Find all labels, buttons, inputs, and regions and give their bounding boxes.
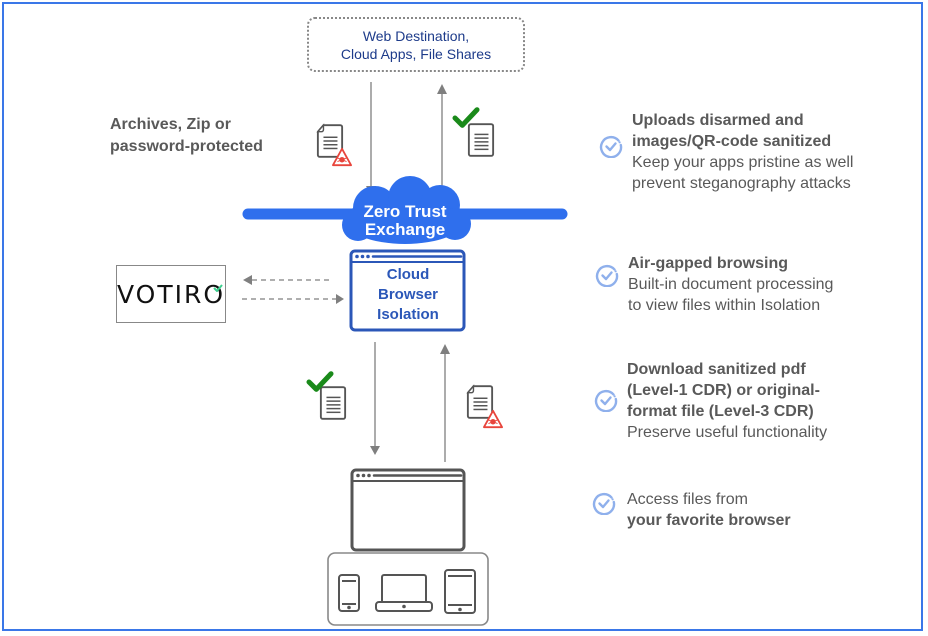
archives-label-line-2: password-protected bbox=[110, 138, 263, 155]
sanitized-return-document-icon bbox=[455, 110, 495, 157]
download-arrow-down bbox=[370, 342, 380, 455]
return-arrow-up bbox=[437, 84, 447, 196]
zte-line-1: Zero Trust bbox=[363, 202, 447, 221]
feature-3-check-icon bbox=[594, 389, 618, 412]
feature-3-title-3: format file (Level-3 CDR) bbox=[627, 403, 814, 420]
cloud-browser-isolation-label: Cloud Browser Isolation bbox=[353, 265, 463, 325]
device-tray bbox=[327, 552, 489, 626]
cloud-browser-window bbox=[349, 249, 466, 332]
feature-2-desc-1: Built-in document processing bbox=[628, 276, 834, 293]
feature-access-files: Access files from your favorite browser bbox=[627, 489, 791, 531]
votiro-arrow-right bbox=[242, 294, 344, 304]
feature-3-title-1: Download sanitized pdf bbox=[627, 361, 806, 378]
upload-arrow-up bbox=[440, 344, 450, 462]
archives-label-line-1: Archives, Zip or bbox=[110, 116, 231, 133]
destination-line-2: Cloud Apps, File Shares bbox=[340, 45, 492, 62]
zero-trust-exchange-label: Zero Trust Exchange bbox=[345, 203, 465, 239]
destination-line-1: Web Destination, bbox=[362, 27, 470, 44]
feature-1-desc-2: prevent steganography attacks bbox=[632, 175, 851, 192]
feature-uploads-disarmed: Uploads disarmed and images/QR-code sani… bbox=[632, 110, 853, 194]
feature-2-title-1: Air-gapped browsing bbox=[628, 255, 788, 272]
feature-3-desc-1: Preserve useful functionality bbox=[627, 424, 828, 441]
web-destination-box: Web Destination, Cloud Apps, File Shares bbox=[307, 17, 525, 72]
endpoint-browser-window bbox=[350, 468, 466, 552]
upload-arrow-down bbox=[366, 82, 376, 195]
feature-download-sanitized: Download sanitized pdf (Level-1 CDR) or … bbox=[627, 359, 827, 443]
malicious-upload-document-icon bbox=[316, 124, 353, 167]
feature-4-check-icon bbox=[592, 492, 616, 515]
votiro-logo: VOTIRO bbox=[116, 265, 226, 323]
cloud-icon bbox=[342, 176, 471, 244]
cbi-line-2: Browser bbox=[377, 286, 439, 303]
feature-2-check-icon bbox=[595, 264, 619, 287]
votiro-check-icon bbox=[213, 284, 223, 292]
votiro-arrow-left bbox=[243, 275, 333, 285]
tablet-icon bbox=[444, 569, 476, 614]
votiro-logo-text: VOTIRO bbox=[116, 279, 226, 309]
feature-1-desc-1: Keep your apps pristine as well bbox=[632, 154, 854, 171]
feature-1-title-2: images/QR-code sanitized bbox=[632, 133, 832, 150]
feature-4-desc-1: Access files from bbox=[627, 491, 748, 508]
zte-line-2: Exchange bbox=[364, 220, 446, 239]
archives-label: Archives, Zip or password-protected bbox=[110, 114, 263, 158]
laptop-icon bbox=[375, 574, 433, 612]
feature-4-title-1: your favorite browser bbox=[627, 512, 791, 529]
feature-1-check-icon bbox=[599, 135, 623, 158]
feature-air-gapped: Air-gapped browsing Built-in document pr… bbox=[628, 253, 833, 316]
cbi-line-3: Isolation bbox=[377, 306, 439, 323]
malicious-local-document-icon bbox=[466, 385, 504, 429]
cbi-line-1: Cloud bbox=[386, 266, 430, 283]
feature-1-title-1: Uploads disarmed and bbox=[632, 112, 804, 129]
phone-icon bbox=[338, 574, 360, 612]
feature-3-title-2: (Level-1 CDR) or original- bbox=[627, 382, 820, 399]
sanitized-download-document-icon bbox=[309, 374, 347, 420]
feature-2-desc-2: to view files within Isolation bbox=[628, 297, 821, 314]
